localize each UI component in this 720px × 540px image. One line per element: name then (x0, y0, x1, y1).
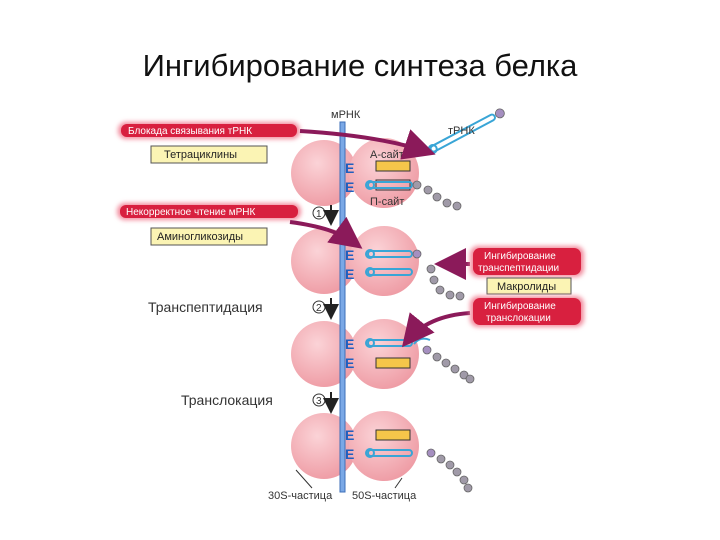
e-site-label: E (345, 266, 354, 282)
svg-text:Тетрациклины: Тетрациклины (164, 149, 237, 161)
svg-text:Блокада связывания тРНК: Блокада связывания тРНК (128, 126, 252, 137)
tetracyclines-box: Тетрациклины (150, 145, 268, 164)
e-site-label: E (345, 160, 354, 176)
empty-a-site-box (375, 429, 411, 441)
empty-a-site-box (375, 357, 411, 369)
leader-30s (295, 469, 313, 489)
svg-text:Ингибирование: Ингибирование (484, 300, 556, 312)
e-site-label: E (345, 427, 354, 443)
subunit-50s-shape (349, 411, 419, 481)
svg-text:транслокации: транслокации (486, 313, 551, 324)
misreading-arrow (289, 216, 363, 249)
mrna-strand (339, 121, 346, 493)
svg-text:Аминогликозиды: Аминогликозиды (157, 231, 243, 243)
aminoglycosides-box: Аминогликозиды (150, 227, 268, 246)
subunit-30s-shape (291, 321, 357, 387)
trna-p-site (365, 180, 462, 211)
e-site-label: E (345, 446, 354, 462)
mrna-label: мРНК (331, 109, 361, 121)
trna-label: тРНК (448, 125, 475, 137)
trna-a-site (365, 249, 422, 259)
ribosome-stage-2: E E (291, 226, 465, 301)
ribosome-stage-4: E E (291, 411, 473, 493)
subunit-50s-label: 50S-частица (352, 490, 417, 502)
ribosome-stage-1: E E А-сайт П-сайт тРНК (291, 108, 505, 211)
subunit-50s-shape (349, 319, 419, 389)
transpeptidation-label: Транспептидация (148, 299, 263, 315)
svg-text:3: 3 (316, 396, 322, 407)
translocation-arrow (401, 311, 471, 348)
transpeptidation-inhibition: Ингибирование транспептидации (470, 246, 584, 277)
svg-text:Некорректное чтение мРНК: Некорректное чтение мРНК (126, 207, 255, 218)
misreading-label: Некорректное чтение мРНК (117, 203, 301, 220)
step-2-marker: 2 (312, 298, 339, 320)
e-site-label: E (345, 355, 354, 371)
trna-binding-block: Блокада связывания тРНК (118, 122, 300, 139)
e-site-label: E (345, 247, 354, 263)
svg-text:2: 2 (316, 303, 322, 314)
p-site-box (375, 179, 411, 191)
subunit-50s-shape (349, 226, 419, 296)
e-site-label: E (345, 336, 354, 352)
p-site-label: П-сайт (370, 196, 404, 208)
step-1-marker: 1 (312, 205, 339, 226)
svg-text:транспептидации: транспептидации (478, 263, 559, 274)
svg-text:Макролиды: Макролиды (497, 281, 556, 293)
svg-text:Ингибирование: Ингибирование (484, 250, 556, 262)
page-title: Ингибирование синтеза белка (142, 48, 578, 83)
leader-50s (394, 477, 403, 489)
subunit-30s-label: 30S-частица (268, 490, 333, 502)
macrolides-box: Макролиды (486, 277, 572, 295)
a-site-box (375, 160, 411, 172)
svg-text:1: 1 (316, 209, 322, 220)
trna-p-site (365, 448, 473, 493)
step-3-marker: 3 (312, 392, 339, 414)
translocation-label: Транслокация (181, 392, 273, 408)
a-site-label: А-сайт (370, 149, 404, 161)
e-site-label: E (345, 179, 354, 195)
trna-block-arrow (299, 129, 436, 160)
ribosome-stage-3: E E (291, 319, 475, 389)
translocation-inhibition: Ингибирование транслокации (470, 296, 584, 327)
